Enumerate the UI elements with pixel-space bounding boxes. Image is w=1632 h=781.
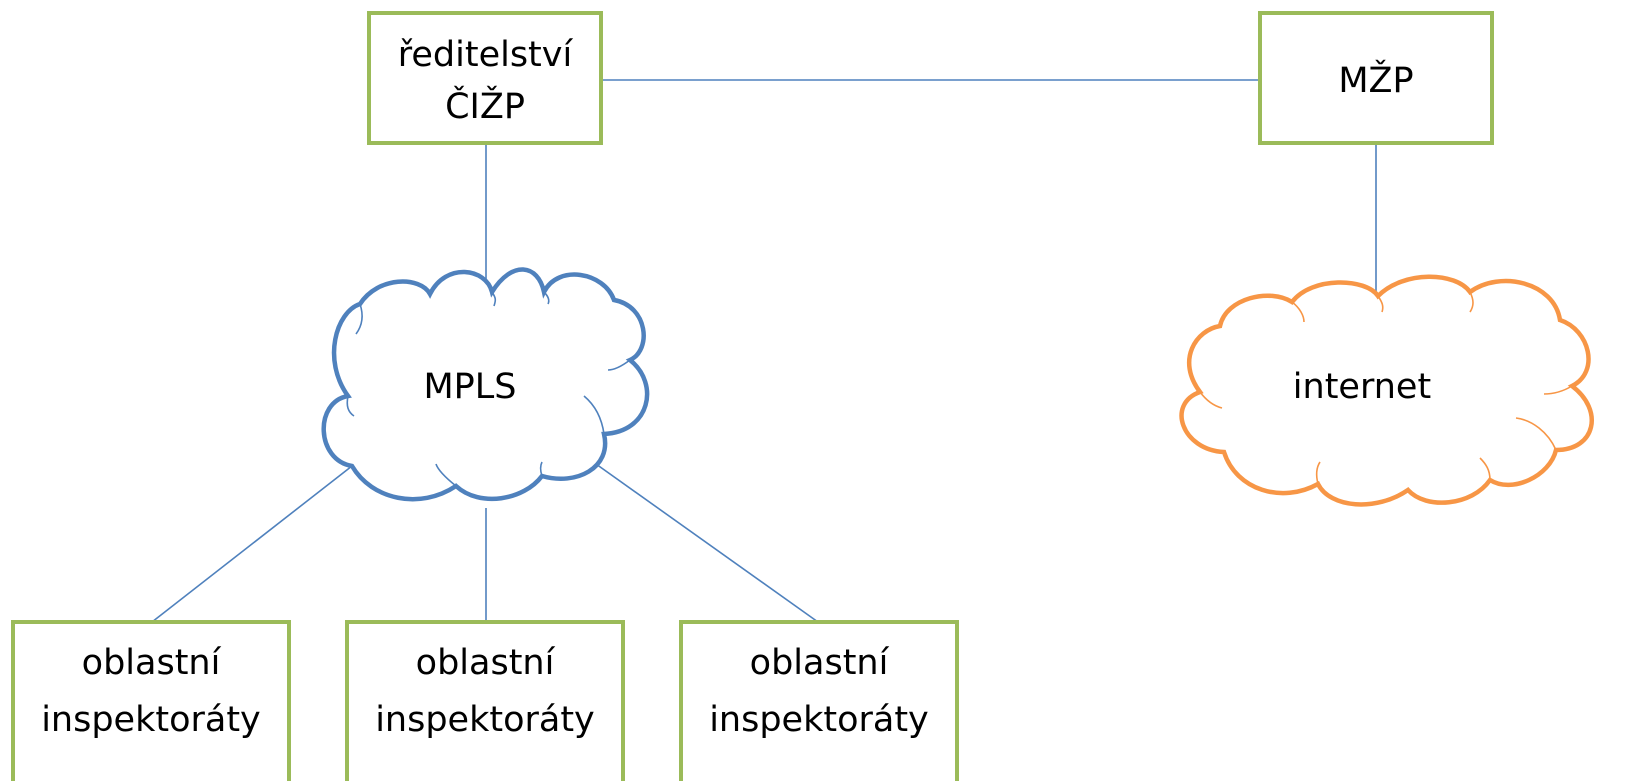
ministry-box	[1258, 11, 1494, 145]
link-mpls-regional-3	[595, 463, 819, 623]
cloud-internet-fold-1	[1199, 391, 1223, 409]
cloud-internet: internet	[1179, 274, 1594, 507]
cloud-mpls-fold-5	[607, 359, 631, 371]
node-headquarters: ředitelství ČIŽP	[367, 11, 603, 145]
regional-box-2	[345, 620, 625, 781]
regional-box-3	[679, 620, 959, 781]
internet-label: internet	[1293, 367, 1431, 407]
cloud-internet-fold-8	[1315, 461, 1321, 485]
cloud-mpls-fold-4	[543, 291, 550, 305]
cloud-internet-shape	[1179, 274, 1594, 507]
regional-1-label-line-2: inspektoráty	[41, 700, 261, 740]
regional-1-label-line-1: oblastní	[82, 643, 222, 683]
cloud-mpls-shape	[321, 267, 650, 502]
regional-2-label-line-2: inspektoráty	[375, 700, 595, 740]
connectors	[151, 79, 1377, 623]
regional-3-label-line-1: oblastní	[750, 643, 890, 683]
cloud-mpls-fold-3	[491, 291, 497, 307]
cloud-mpls-fold-8	[435, 463, 457, 487]
headquarters-label-line-2: ČIŽP	[445, 85, 525, 127]
cloud-internet-fold-6	[1515, 417, 1557, 451]
cloud-mpls-fold-1	[346, 395, 355, 417]
regional-2-label-line-1: oblastní	[416, 643, 556, 683]
mpls-label: MPLS	[423, 367, 516, 407]
link-mpls-regional-1	[151, 465, 353, 623]
cloud-internet-fold-7	[1479, 457, 1491, 481]
node-regional-3: oblastní inspektoráty	[679, 620, 959, 781]
regional-3-label-line-2: inspektoráty	[709, 700, 929, 740]
headquarters-label-line-1: ředitelství	[398, 35, 574, 75]
node-ministry: MŽP	[1258, 11, 1494, 145]
cloud-mpls-fold-6	[583, 395, 605, 435]
cloud-internet-fold-3	[1377, 295, 1384, 313]
cloud-mpls: MPLS	[321, 267, 650, 502]
cloud-mpls-fold-7	[539, 461, 543, 477]
node-regional-1: oblastní inspektoráty	[11, 620, 291, 781]
cloud-internet-fold-5	[1543, 385, 1573, 395]
headquarters-box	[367, 11, 603, 145]
cloud-internet-fold-4	[1469, 291, 1474, 313]
node-regional-2: oblastní inspektoráty	[345, 620, 625, 781]
cloud-mpls-fold-2	[355, 303, 363, 335]
ministry-label: MŽP	[1338, 59, 1413, 101]
regional-box-1	[11, 620, 291, 781]
cloud-internet-fold-2	[1291, 301, 1305, 323]
